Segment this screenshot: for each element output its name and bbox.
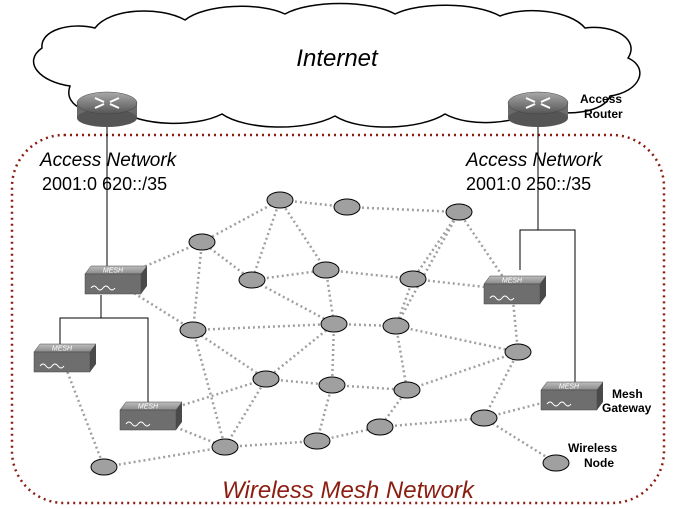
router-arrows-icon <box>525 97 551 109</box>
mesh-gateway-label-line1: Mesh <box>612 387 643 401</box>
mesh-network-boundary <box>10 133 666 505</box>
wireless-node-label-line2: Node <box>584 456 614 470</box>
mesh-gateway-device[interactable]: MESH <box>540 381 604 411</box>
access-router-label-line2: Router <box>584 107 623 121</box>
wireless-link <box>324 269 336 325</box>
mesh-node[interactable] <box>399 270 427 288</box>
left-access-network-title: Access Network <box>39 150 178 171</box>
mesh-node[interactable] <box>211 438 239 456</box>
mesh-node[interactable] <box>188 233 216 251</box>
wireless-link <box>192 328 267 381</box>
device-label: MESH <box>559 384 580 391</box>
mesh-node[interactable] <box>238 271 266 289</box>
wireless-link <box>201 198 281 244</box>
wireless-link <box>60 357 106 468</box>
wireless-link <box>192 322 335 332</box>
device-label: MESH <box>103 268 124 275</box>
mesh-devices: MESH MESH MESH MESH MESH <box>33 265 604 431</box>
wireless-link <box>379 416 485 429</box>
wireless-link <box>147 414 226 449</box>
mesh-node[interactable] <box>366 418 394 436</box>
wireless-link <box>265 323 335 380</box>
wireless-link <box>147 377 267 418</box>
mesh-node[interactable] <box>393 381 421 399</box>
mesh-device[interactable]: MESH <box>119 401 183 431</box>
wireless-link <box>411 211 461 280</box>
wireless-link <box>278 199 328 271</box>
right-access-network-prefix: 2001:0 250::/35 <box>466 174 591 194</box>
wireless-link <box>191 241 204 331</box>
mesh-node[interactable] <box>382 317 410 335</box>
mesh-node[interactable] <box>266 191 294 209</box>
wireless-link <box>250 199 282 281</box>
wireless-link <box>346 205 460 214</box>
mesh-node[interactable] <box>252 370 280 388</box>
wireless-link <box>191 329 227 448</box>
mesh-node[interactable] <box>90 458 118 476</box>
mesh-node[interactable] <box>312 261 340 279</box>
wireless-link <box>251 278 335 326</box>
access-router-right[interactable] <box>507 91 569 127</box>
mesh-device[interactable]: MESH <box>483 275 547 305</box>
wireless-link <box>330 323 336 386</box>
right-access-network-title: Access Network <box>465 150 604 171</box>
wireless-link <box>457 211 514 291</box>
mesh-node[interactable] <box>333 198 361 216</box>
mesh-network-title: Wireless Mesh Network <box>222 477 476 504</box>
wireless-link <box>482 351 520 419</box>
wireless-link <box>103 445 226 469</box>
mesh-node[interactable] <box>504 343 532 361</box>
wired-links <box>59 118 576 404</box>
mesh-device[interactable]: MESH <box>33 343 97 373</box>
wireless-link <box>315 384 334 442</box>
mesh-node[interactable] <box>318 376 346 394</box>
wireless-link <box>223 378 268 448</box>
mesh-node[interactable] <box>445 203 473 221</box>
mesh-nodes <box>90 191 570 476</box>
mesh-node[interactable] <box>542 454 570 472</box>
mesh-node[interactable] <box>179 321 207 339</box>
mesh-node[interactable] <box>303 432 331 450</box>
wireless-link <box>483 416 557 465</box>
wireless-node-label-line1: Wireless <box>568 441 618 455</box>
wireless-link <box>395 324 519 354</box>
mesh-node[interactable] <box>320 315 348 333</box>
mesh-gateway-label-line2: Gateway <box>602 401 652 415</box>
access-router-label-line1: Access <box>580 92 622 106</box>
device-label: MESH <box>502 278 523 285</box>
mesh-node[interactable] <box>470 409 498 427</box>
wireless-link <box>394 325 409 391</box>
internet-cloud <box>32 2 641 128</box>
wireless-link <box>412 277 513 292</box>
left-access-network-prefix: 2001:0 620::/35 <box>42 174 167 194</box>
access-router-left[interactable] <box>76 91 138 127</box>
router-arrows-icon <box>94 97 120 109</box>
wireless-link <box>224 439 318 449</box>
wireless-link <box>394 211 461 327</box>
device-label: MESH <box>52 346 73 353</box>
internet-label: Internet <box>296 45 379 72</box>
device-label: MESH <box>138 404 159 411</box>
mesh-device[interactable]: MESH <box>84 265 148 295</box>
